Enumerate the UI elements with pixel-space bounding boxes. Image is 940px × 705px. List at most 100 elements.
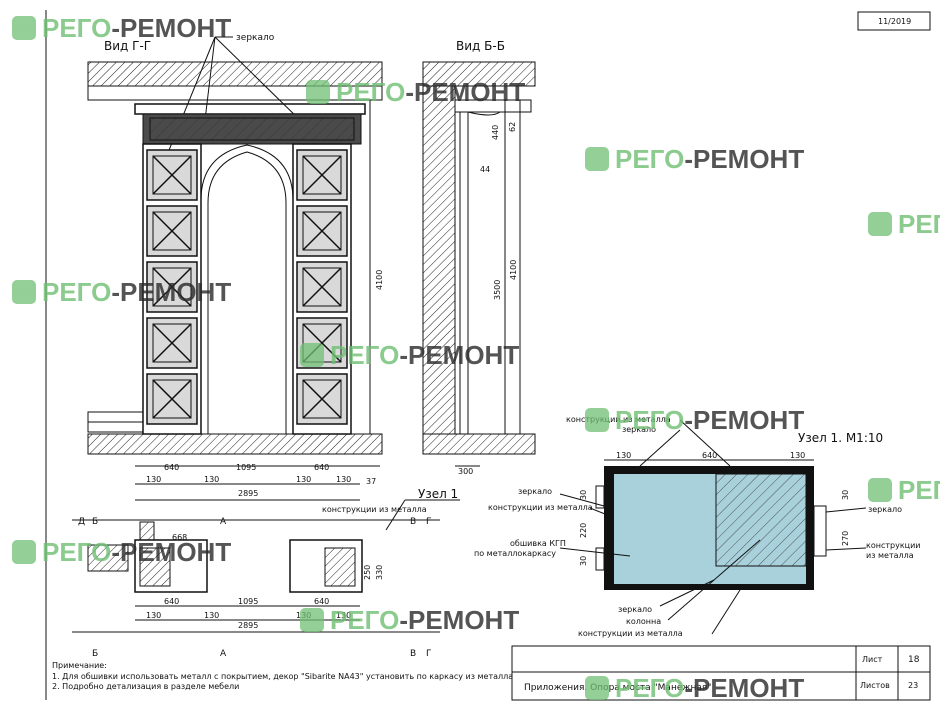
node-detail: Узел 1. М1:10 130 640 130 30 220 30 30 2… [474,415,921,638]
node-label-kgp: обшивка КГП [510,539,566,548]
node-dim-270: 270 [841,531,850,546]
node-label-kgp2: по металлокаркасу [474,549,556,558]
axis-v: В [410,517,416,527]
view-bb: Вид Б-Б 3500 4100 440 62 44 300 [422,39,536,476]
plan-dim-640b: 640 [314,597,329,606]
node-dim-30b: 30 [579,556,588,566]
leaf-square-icon [300,343,324,367]
node-column-hatch [715,473,807,567]
mirror-label-top: зеркало [236,33,275,43]
panel-inset [302,155,342,195]
leaf-square-icon [12,280,36,304]
gothic-arch [200,144,294,434]
node-dim-130a: 130 [616,451,631,460]
notes-line2: 2. Подробно детализация в разделе мебели [52,682,239,691]
node-label-metal-right-1: конструкции [866,541,921,550]
watermark-text: РЕГО-РЕМОНТ [615,144,804,174]
watermark-text: РЕГО-РЕМОНТ [42,537,231,567]
panel-cross [302,155,342,195]
dim-4100-gg: 4100 [375,270,384,290]
notes: Примечание: 1. Для обшивки использовать … [52,661,513,691]
panel-cross [152,323,192,363]
leaf-square-icon [300,608,324,632]
dim-130c-gg: 130 [296,475,311,484]
node-label-metal-right-2: из металла [866,551,914,560]
sheet-label: Лист [862,655,883,664]
sheets-number: 23 [908,681,918,690]
node-label-mirror-bottom: зеркало [618,605,652,614]
bb-wall [422,85,456,435]
axis-a2: А [220,649,227,659]
dim-3500-bb: 3500 [493,280,502,300]
watermark-text: РЕГО-РЕМОНТ [42,277,231,307]
watermark-text: РЕГО-РЕМОНТ [898,209,940,239]
leaf-square-icon [868,478,892,502]
dim-130d-gg: 130 [336,475,351,484]
plan-dim-2895: 2895 [238,621,258,630]
floor-slab [87,433,383,455]
title-block: Лист 18 Листов 23 Приложения. Опора мост… [511,645,931,701]
plan-node-ref: Узел 1 [418,487,458,501]
node-label-column: колонна [626,617,661,626]
panel-cross [152,155,192,195]
sheet-code-box [857,11,931,31]
axis-b: Б [92,517,98,527]
watermark-text: РЕГО-РЕМОНТ [336,77,525,107]
sheet-number: 18 [908,655,920,665]
panel-cross [152,267,192,307]
plan-dim-668: 668 [172,533,187,542]
plan-dim-130b: 130 [204,611,219,620]
node-dim-30c: 30 [841,490,850,500]
watermark-text: РЕГО-РЕМОНТ [615,405,804,435]
watermark-text: РЕГО-РЕМОНТ [42,13,231,43]
panel-inset [302,211,342,251]
leaf-square-icon [12,540,36,564]
plan-dim-1095: 1095 [238,597,258,606]
view-bb-title: Вид Б-Б [456,39,505,53]
node-label-metal-left: конструкции из металла [488,503,593,512]
plan-left-column [134,539,208,593]
dim-640b-gg: 640 [314,463,329,472]
panel-cross [152,379,192,419]
axis-g2: Г [426,649,432,659]
node-label-mirror-top: зеркало [622,425,656,434]
dim-37-gg: 37 [366,477,376,486]
title-caption: Приложения. Опора моста "Манежная" [524,683,711,693]
notes-line1: 1. Для обшивки использовать металл с пок… [52,672,513,681]
plan-metal-label: конструкции из металла [322,505,427,514]
node-label-mirror-right: зеркало [868,505,902,514]
dim-62-bb: 62 [508,122,517,132]
dim-44-bb: 44 [480,165,490,174]
plan-view: Д Б А В Г Б А В Г 640 1095 640 130 130 1… [72,487,460,659]
panel-cross [302,379,342,419]
sheet-code: 11/2019 [878,17,911,26]
view-gg-title: Вид Г-Г [104,39,151,53]
panel-cross [302,211,342,251]
panel-inset [152,211,192,251]
plan-right-column [289,539,363,593]
dim-2895-gg: 2895 [238,489,258,498]
node-dim-30a: 30 [579,490,588,500]
notes-title: Примечание: [52,661,107,670]
leaf-square-icon [585,408,609,432]
dim-440-bb: 440 [491,125,500,140]
panel-cross [152,211,192,251]
plan-dim-130a: 130 [146,611,161,620]
dim-130a-gg: 130 [146,475,161,484]
dim-640-gg: 640 [164,463,179,472]
axis-b2: Б [92,649,98,659]
sheets-label: Листов [860,681,890,690]
node-label-metal-top: конструкции из металла [566,415,671,424]
leaf-square-icon [585,147,609,171]
leaf-square-icon [306,80,330,104]
node-dim-130b: 130 [790,451,805,460]
node-label-mirror-left: зеркало [518,487,552,496]
panel-inset [152,379,192,419]
panel-cross [302,267,342,307]
panel-inset [152,267,192,307]
plan-dim-330: 330 [375,565,384,580]
axis-v2: В [410,649,416,659]
dim-130b-gg: 130 [204,475,219,484]
axis-a: А [220,517,227,527]
